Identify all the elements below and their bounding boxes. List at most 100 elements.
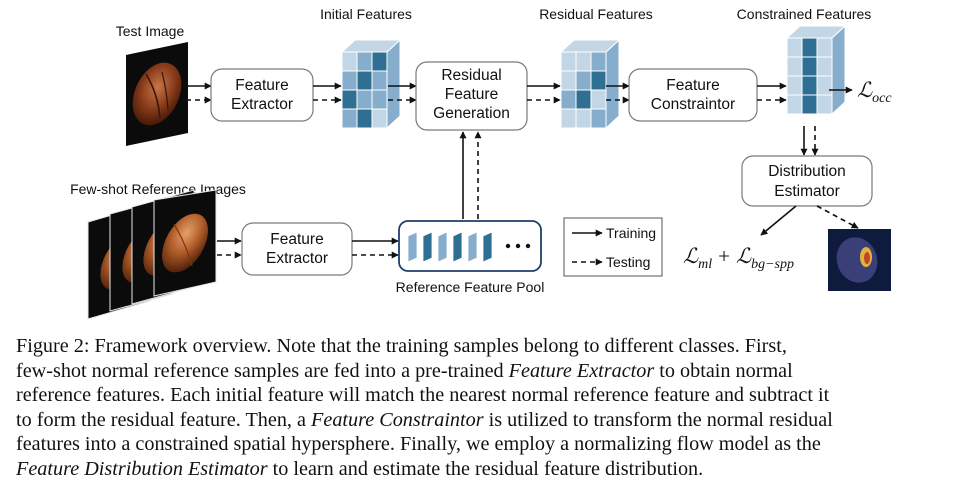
pool-ellipsis-dot-2 [515, 243, 521, 249]
tensor-cell [801, 37, 818, 58]
tensor-cell [816, 94, 833, 115]
tensor-cell [590, 70, 607, 91]
feature-extractor-bottom-line1: Feature [270, 231, 323, 248]
caption-emphasis: Feature Extractor [508, 359, 655, 382]
tensor-cell [560, 89, 577, 110]
residual-feature-generation-box: Residual Feature Generation [415, 61, 528, 131]
loss-occ-subscript: occ [872, 91, 892, 106]
tensor-cell [356, 70, 373, 91]
feature-extractor-bottom-box: Feature Extractor [241, 222, 353, 276]
tensor-cell [560, 108, 577, 129]
initial-features-label: Initial Features [320, 6, 412, 22]
tensor-cell [560, 51, 577, 72]
loss-ml-subscript: ml [698, 257, 712, 272]
residual-features-tensor [559, 38, 621, 130]
distribution-estimator-line2: Estimator [774, 183, 839, 200]
caption-line: reference features. Each initial feature… [16, 383, 941, 408]
tensor-cell [590, 51, 607, 72]
tensor-cell [341, 108, 358, 129]
few-shot-reference-images-stack [87, 189, 217, 320]
reference-feature-card [422, 231, 433, 263]
caption-line: to form the residual feature. Then, a Fe… [16, 408, 941, 433]
loss-occ: ℒocc [857, 78, 892, 106]
reference-feature-cards [407, 231, 493, 263]
pool-ellipsis-dot-1 [505, 243, 511, 249]
residual-features-label: Residual Features [539, 6, 653, 22]
tensor-cell [816, 75, 833, 96]
caption-text: features into a constrained spatial hype… [16, 433, 821, 456]
tensor-side-face [386, 38, 401, 130]
few-shot-reference-images-label: Few-shot Reference Images [70, 181, 246, 197]
legend-testing-label: Testing [606, 254, 650, 270]
caption-text: to form the residual feature. Then, a [16, 408, 312, 431]
tensor-cell [816, 37, 833, 58]
tensor-cell [786, 94, 803, 115]
tensor-cell [590, 89, 607, 110]
reference-feature-card [452, 231, 463, 263]
residual-feature-generation-line1: Residual [441, 67, 501, 84]
tensor-cell [786, 37, 803, 58]
reference-feature-card [407, 231, 418, 263]
reference-feature-pool-label: Reference Feature Pool [396, 279, 545, 295]
reference-feature-card [437, 231, 448, 263]
tensor-cell [341, 70, 358, 91]
arrow-estimator-to-losses-train [760, 205, 797, 236]
distribution-estimator-box: Distribution Estimator [741, 155, 873, 207]
reference-feature-card [467, 231, 478, 263]
tensor-side-face [605, 38, 620, 130]
tensor-cell [371, 108, 388, 129]
caption-line: Figure 2: Framework overview. Note that … [16, 334, 941, 359]
tensor-cell [575, 70, 592, 91]
tensor-cell [575, 108, 592, 129]
loss-plus: + [718, 244, 730, 268]
feature-extractor-top-line2: Extractor [231, 96, 293, 113]
constrained-features-label: Constrained Features [737, 6, 872, 22]
legend-training-label: Training [606, 225, 656, 241]
tensor-cell [371, 70, 388, 91]
pool-ellipsis-dot-3 [525, 243, 531, 249]
tensor-cell [575, 89, 592, 110]
tensor-side-face [831, 24, 846, 116]
feature-constraintor-line2: Constraintor [651, 96, 735, 113]
tensor-cell [356, 108, 373, 129]
caption-text: few-shot normal reference samples are fe… [16, 359, 509, 382]
tensor-cell [786, 56, 803, 77]
loss-bg-spp-subscript: bg−spp [751, 257, 794, 272]
tensor-cell [371, 89, 388, 110]
tensor-cell [560, 70, 577, 91]
residual-feature-generation-line2: Feature [445, 86, 498, 103]
caption-line: features into a constrained spatial hype… [16, 432, 941, 457]
tensor-cell [801, 94, 818, 115]
constrained-features-tensor [785, 24, 847, 116]
caption-text: Figure 2: Framework overview. Note that … [16, 335, 787, 357]
reference-feature-card [482, 231, 493, 263]
tensor-cell [801, 56, 818, 77]
tensor-cell [801, 75, 818, 96]
caption-emphasis: Feature Constraintor [311, 408, 484, 431]
tensor-cell [356, 89, 373, 110]
feature-extractor-top-box: Feature Extractor [210, 68, 314, 122]
feature-constraintor-box: Feature Constraintor [628, 68, 758, 122]
loss-ml-plus-bg-spp: ℒml+ℒbg−spp [683, 244, 794, 272]
tensor-cell [371, 51, 388, 72]
reference-feature-pool [398, 220, 542, 272]
initial-features-tensor [340, 38, 402, 130]
tensor-cell [341, 89, 358, 110]
feature-extractor-bottom-line2: Extractor [266, 250, 328, 267]
tensor-cell [575, 51, 592, 72]
test-image [126, 42, 188, 146]
distribution-estimator-line1: Distribution [768, 163, 846, 180]
tensor-cell [786, 75, 803, 96]
caption-text: is utilized to transform the normal resi… [483, 408, 833, 431]
tensor-cell [356, 51, 373, 72]
tensor-cell [341, 51, 358, 72]
caption-text: reference features. Each initial feature… [16, 384, 830, 407]
feature-constraintor-line1: Feature [666, 77, 719, 94]
framework-diagram: Test Image Initial Features Residual Fea… [70, 6, 892, 320]
caption-text: to learn and estimate the residual featu… [267, 457, 704, 480]
figure-caption: Figure 2: Framework overview. Note that … [16, 334, 941, 482]
caption-line: Feature Distribution Estimator to learn … [16, 457, 941, 482]
caption-line: few-shot normal reference samples are fe… [16, 359, 941, 384]
arrow-estimator-to-anomaly-map-test [816, 205, 859, 229]
legend: Training Testing [563, 217, 663, 277]
